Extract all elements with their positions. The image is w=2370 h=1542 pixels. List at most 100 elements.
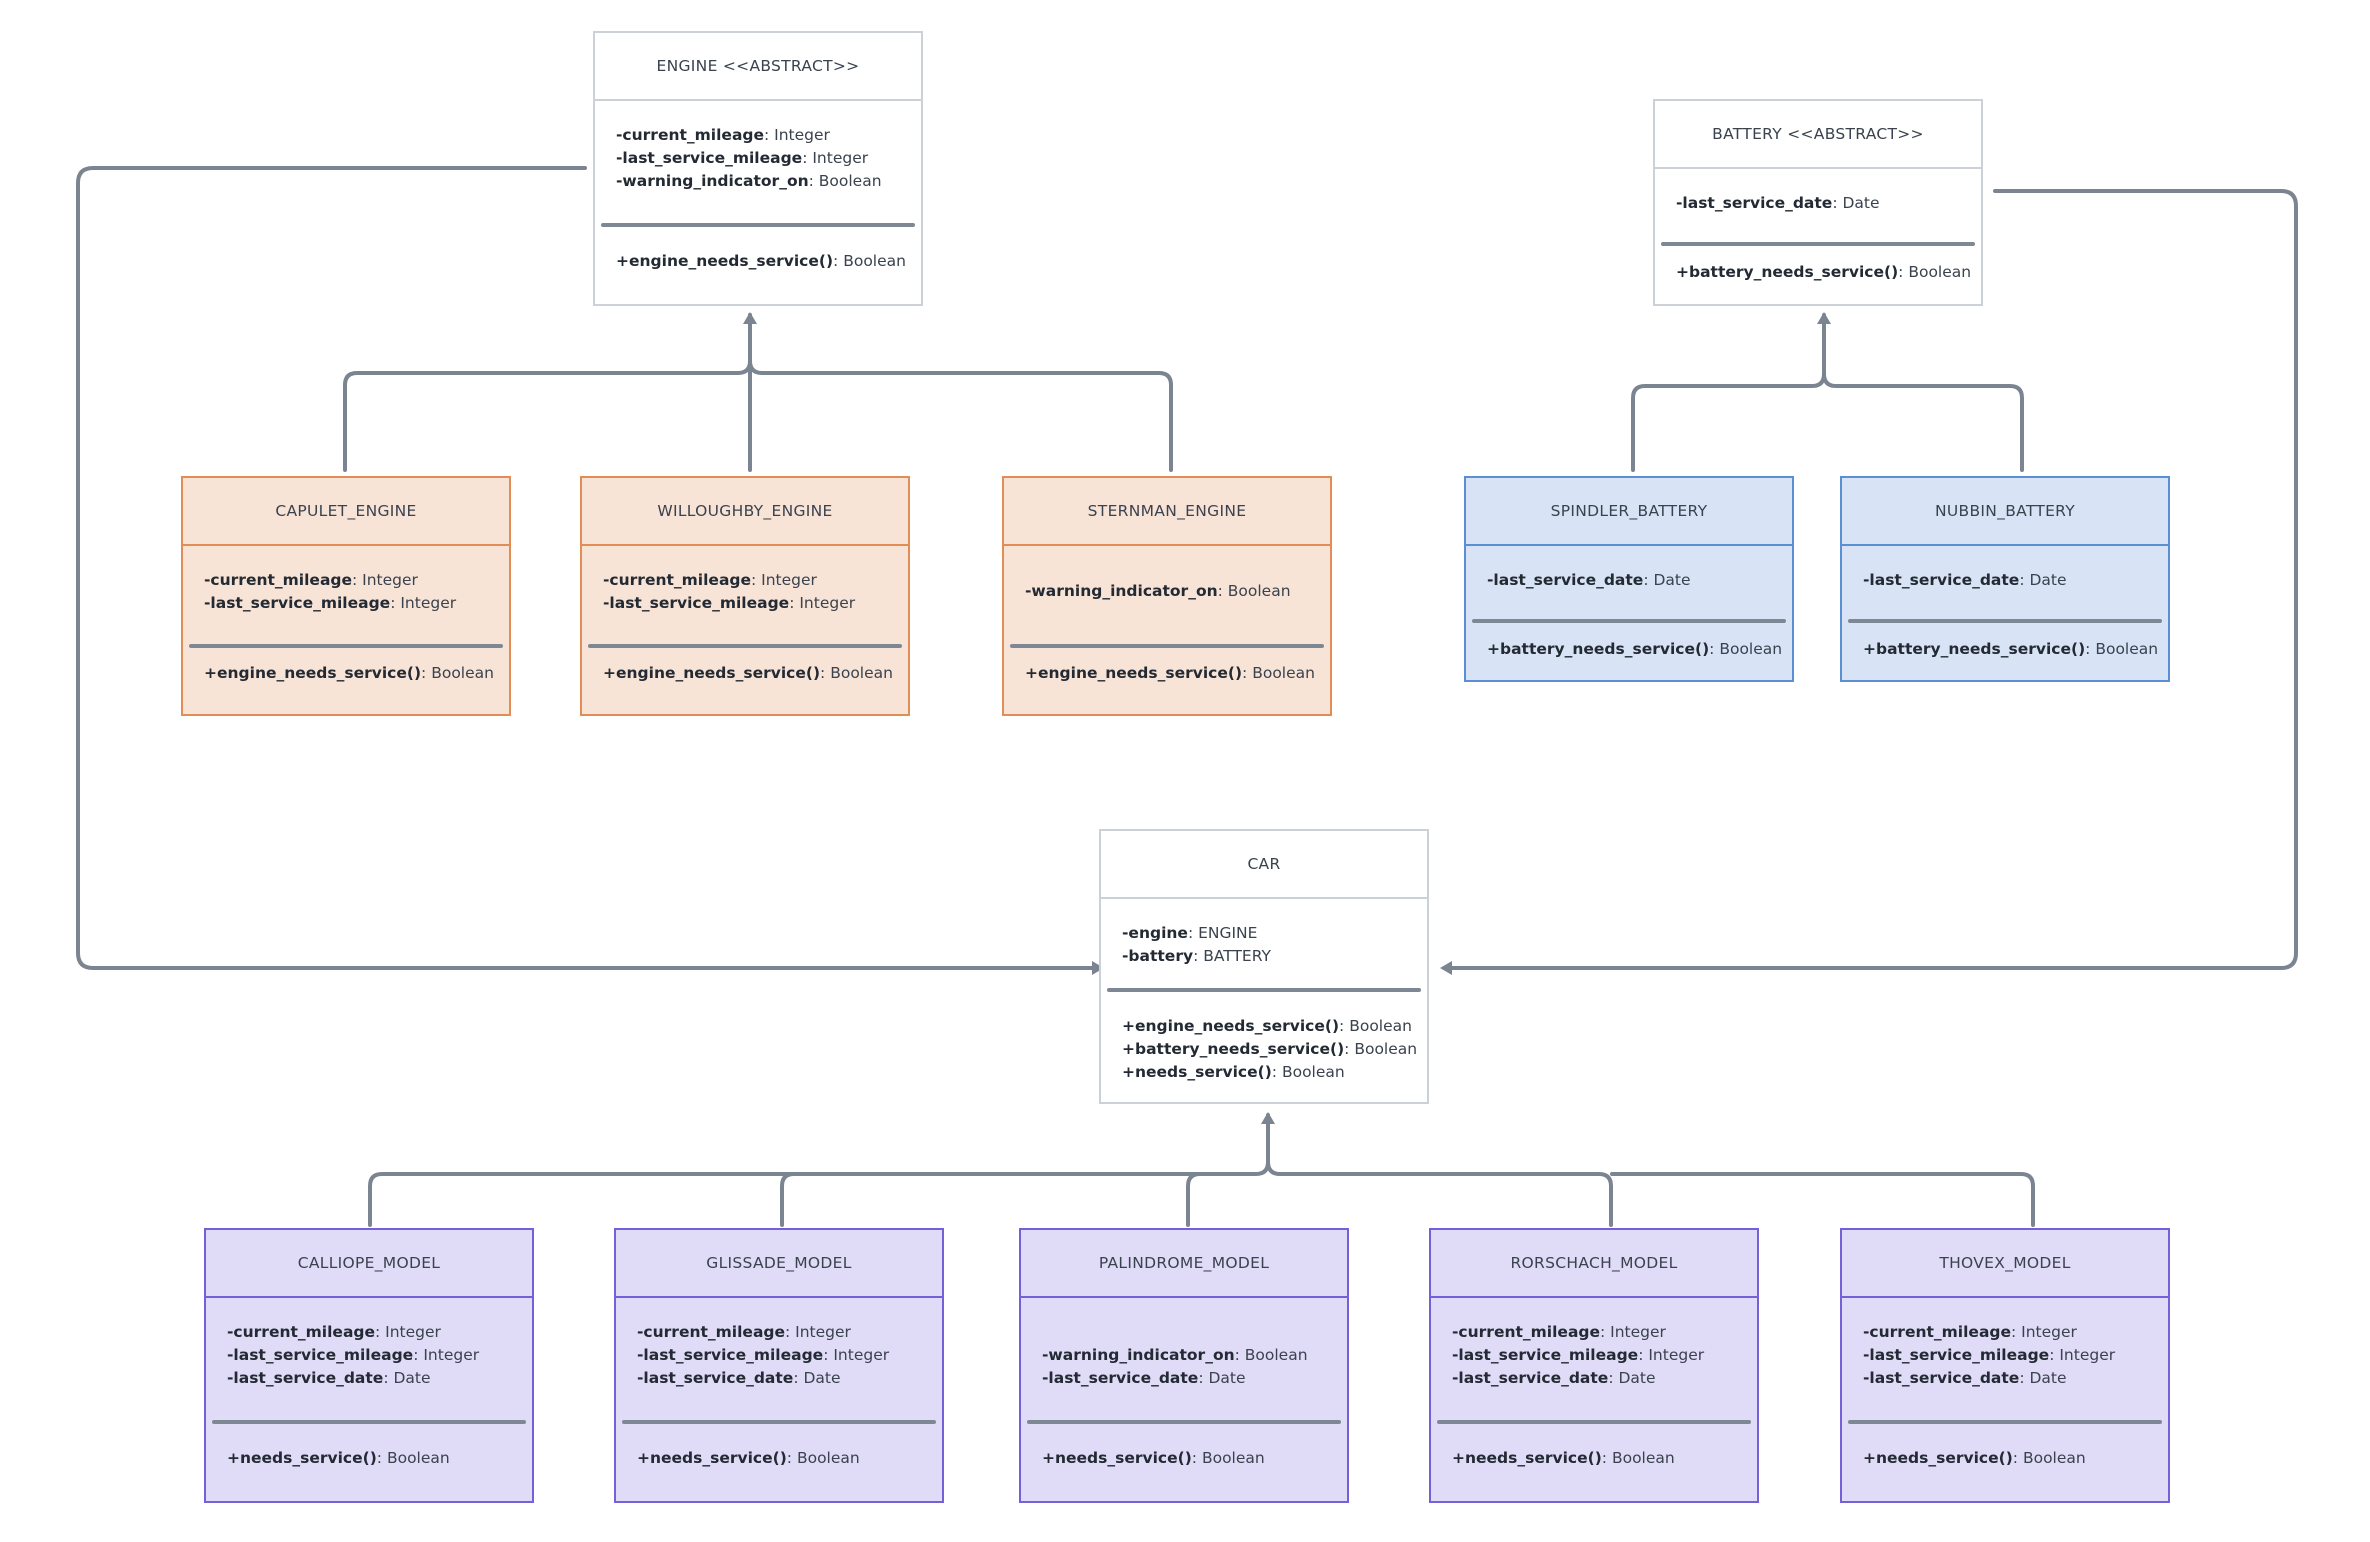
compartment-divider (1027, 1420, 1341, 1424)
attribute: -current_mileage: Integer (603, 571, 817, 589)
attribute: -warning_indicator_on: Boolean (1025, 582, 1291, 600)
compartment-divider (1010, 644, 1324, 648)
class-title: GLISSADE_MODEL (616, 1230, 942, 1298)
attribute: -last_service_mileage: Integer (637, 1346, 890, 1364)
class-car[interactable]: CAR -engine: ENGINE -battery: BATTERY +e… (1099, 829, 1429, 1104)
inheritance-arrow-engine (743, 312, 757, 324)
compartment-divider (622, 1420, 936, 1424)
compartment-divider (1848, 1420, 2162, 1424)
class-title: CALLIOPE_MODEL (206, 1230, 532, 1298)
inheritance-line-calliope-model (368, 1113, 1270, 1227)
class-title: STERNMAN_ENGINE (1004, 478, 1330, 546)
class-title: BATTERY <<ABSTRACT>> (1655, 101, 1981, 169)
attribute: -last_service_date: Date (1676, 194, 1880, 212)
class-sternman-engine[interactable]: STERNMAN_ENGINE -warning_indicator_on: B… (1002, 476, 1332, 716)
method: +needs_service(): Boolean (1122, 1063, 1345, 1081)
class-attributes: -last_service_date: Date (1466, 546, 1792, 592)
class-methods: +battery_needs_service(): Boolean (1466, 638, 1782, 661)
attribute: -last_service_mileage: Integer (227, 1346, 480, 1364)
attribute: -current_mileage: Integer (637, 1323, 851, 1341)
inheritance-line-nubbin-battery (1822, 372, 2024, 472)
class-methods: +needs_service(): Boolean (1842, 1447, 2086, 1470)
class-title: PALINDROME_MODEL (1021, 1230, 1347, 1298)
class-attributes: -current_mileage: Integer -last_service_… (616, 1298, 942, 1390)
class-battery[interactable]: BATTERY <<ABSTRACT>> -last_service_date:… (1653, 99, 1983, 306)
association-arrow-battery-car (1440, 961, 1452, 975)
class-title: THOVEX_MODEL (1842, 1230, 2168, 1298)
inheritance-line-sternman-engine (748, 359, 1173, 472)
class-calliope-model[interactable]: CALLIOPE_MODEL -current_mileage: Integer… (204, 1228, 534, 1503)
class-methods: +engine_needs_service(): Boolean (183, 662, 494, 685)
compartment-divider (1437, 1420, 1751, 1424)
inheritance-line-capulet-engine (343, 313, 752, 472)
class-spindler-battery[interactable]: SPINDLER_BATTERY -last_service_date: Dat… (1464, 476, 1794, 682)
attribute: -current_mileage: Integer (204, 571, 418, 589)
method: +engine_needs_service(): Boolean (204, 664, 494, 682)
compartment-divider (189, 644, 503, 648)
inheritance-line-rorschach-model (1266, 1160, 1613, 1227)
class-engine[interactable]: ENGINE <<ABSTRACT>> -current_mileage: In… (593, 31, 923, 306)
method: +engine_needs_service(): Boolean (1025, 664, 1315, 682)
method: +needs_service(): Boolean (1042, 1449, 1265, 1467)
attribute: -last_service_mileage: Integer (603, 594, 856, 612)
attribute: -last_service_date: Date (1863, 1369, 2067, 1387)
attribute: -last_service_date: Date (1042, 1369, 1246, 1387)
class-title: WILLOUGHBY_ENGINE (582, 478, 908, 546)
method: +battery_needs_service(): Boolean (1676, 263, 1972, 281)
class-attributes: -current_mileage: Integer -last_service_… (183, 546, 509, 615)
class-thovex-model[interactable]: THOVEX_MODEL -current_mileage: Integer -… (1840, 1228, 2170, 1503)
attribute: -last_service_date: Date (1452, 1369, 1656, 1387)
class-capulet-engine[interactable]: CAPULET_ENGINE -current_mileage: Integer… (181, 476, 511, 716)
class-methods: +needs_service(): Boolean (1431, 1447, 1675, 1470)
class-attributes: -current_mileage: Integer -last_service_… (582, 546, 908, 615)
compartment-divider (1107, 988, 1421, 992)
inheritance-line-glissade-model (780, 1172, 796, 1227)
class-methods: +needs_service(): Boolean (616, 1447, 860, 1470)
class-glissade-model[interactable]: GLISSADE_MODEL -current_mileage: Integer… (614, 1228, 944, 1503)
compartment-divider (212, 1420, 526, 1424)
class-attributes: -warning_indicator_on: Boolean -last_ser… (1021, 1298, 1347, 1390)
inheritance-arrow-battery (1817, 312, 1831, 324)
method: +engine_needs_service(): Boolean (603, 664, 893, 682)
attribute: -last_service_date: Date (227, 1369, 431, 1387)
attribute: -last_service_date: Date (637, 1369, 841, 1387)
method: +needs_service(): Boolean (1452, 1449, 1675, 1467)
class-methods: +engine_needs_service(): Boolean (582, 662, 893, 685)
attribute: -battery: BATTERY (1122, 947, 1271, 965)
class-palindrome-model[interactable]: PALINDROME_MODEL -warning_indicator_on: … (1019, 1228, 1349, 1503)
attribute: -current_mileage: Integer (616, 126, 830, 144)
method: +engine_needs_service(): Boolean (1122, 1017, 1412, 1035)
class-attributes: -current_mileage: Integer -last_service_… (595, 101, 921, 193)
class-attributes: -warning_indicator_on: Boolean (1004, 546, 1330, 603)
inheritance-arrow-car (1261, 1112, 1275, 1124)
class-title: NUBBIN_BATTERY (1842, 478, 2168, 546)
class-methods: +engine_needs_service(): Boolean (595, 250, 906, 273)
attribute: -last_service_mileage: Integer (1452, 1346, 1705, 1364)
class-attributes: -current_mileage: Integer -last_service_… (1842, 1298, 2168, 1390)
class-nubbin-battery[interactable]: NUBBIN_BATTERY -last_service_date: Date … (1840, 476, 2170, 682)
method: +needs_service(): Boolean (1863, 1449, 2086, 1467)
class-title: RORSCHACH_MODEL (1431, 1230, 1757, 1298)
method: +engine_needs_service(): Boolean (616, 252, 906, 270)
class-attributes: -current_mileage: Integer -last_service_… (1431, 1298, 1757, 1390)
inheritance-line-thovex-model (1610, 1172, 2035, 1227)
inheritance-line-spindler-battery (1631, 313, 1826, 472)
compartment-divider (601, 223, 915, 227)
class-rorschach-model[interactable]: RORSCHACH_MODEL -current_mileage: Intege… (1429, 1228, 1759, 1503)
attribute: -current_mileage: Integer (1863, 1323, 2077, 1341)
attribute: -warning_indicator_on: Boolean (1042, 1346, 1308, 1364)
attribute: -last_service_mileage: Integer (204, 594, 457, 612)
class-methods: +needs_service(): Boolean (206, 1447, 450, 1470)
compartment-divider (1661, 242, 1975, 246)
compartment-divider (1848, 619, 2162, 623)
method: +battery_needs_service(): Boolean (1863, 640, 2159, 658)
class-willoughby-engine[interactable]: WILLOUGHBY_ENGINE -current_mileage: Inte… (580, 476, 910, 716)
class-methods: +engine_needs_service(): Boolean +batter… (1101, 1015, 1417, 1084)
method: +needs_service(): Boolean (637, 1449, 860, 1467)
class-attributes: -current_mileage: Integer -last_service_… (206, 1298, 532, 1390)
compartment-divider (1472, 619, 1786, 623)
class-attributes: -last_service_date: Date (1842, 546, 2168, 592)
attribute: -last_service_date: Date (1487, 571, 1691, 589)
attribute: -current_mileage: Integer (1452, 1323, 1666, 1341)
method: +needs_service(): Boolean (227, 1449, 450, 1467)
